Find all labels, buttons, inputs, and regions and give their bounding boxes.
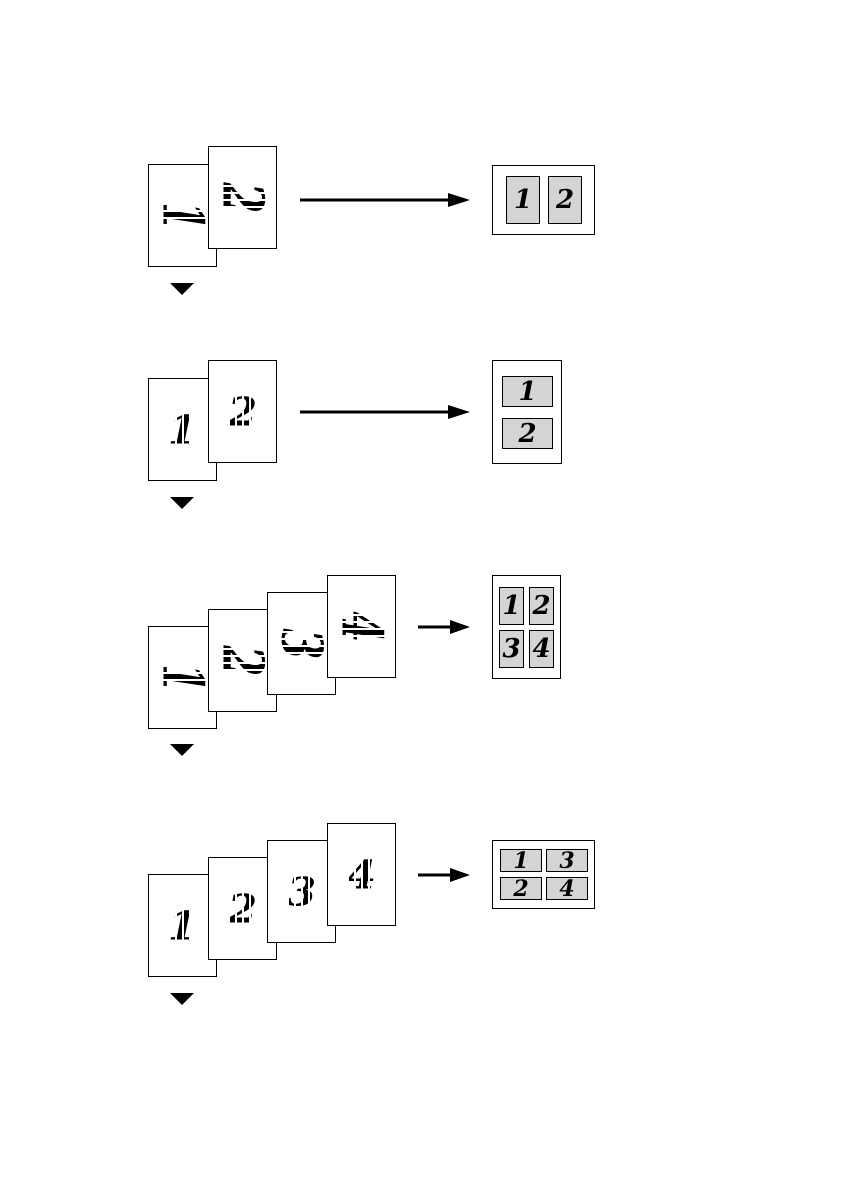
result-cell: 2 bbox=[529, 587, 554, 625]
source-page-4: 4 bbox=[327, 575, 396, 678]
result-cell: 1 bbox=[500, 849, 542, 872]
right-arrow-icon bbox=[416, 865, 472, 885]
down-triangle-icon bbox=[170, 283, 194, 295]
down-triangle-icon bbox=[170, 993, 194, 1005]
right-arrow-icon bbox=[298, 190, 472, 210]
source-page-1: 1 bbox=[148, 874, 217, 977]
source-page-3: 3 bbox=[267, 592, 336, 695]
result-cell: 4 bbox=[546, 877, 588, 900]
down-triangle-icon bbox=[170, 744, 194, 756]
result-cell: 3 bbox=[499, 630, 524, 668]
result-page-4: 1 3 2 4 bbox=[492, 840, 595, 909]
result-cell: 2 bbox=[548, 176, 582, 224]
result-cell: 1 bbox=[499, 587, 524, 625]
result-cell: 1 bbox=[506, 176, 540, 224]
source-page-1: 1 bbox=[148, 164, 217, 267]
result-cell: 3 bbox=[546, 849, 588, 872]
result-cell: 4 bbox=[529, 630, 554, 668]
source-page-1: 1 bbox=[148, 378, 217, 481]
down-triangle-icon bbox=[170, 497, 194, 509]
result-cell: 2 bbox=[500, 877, 542, 900]
result-page-3: 1 2 3 4 bbox=[492, 575, 561, 679]
source-page-4: 4 bbox=[327, 823, 396, 926]
result-page-2: 1 2 bbox=[492, 360, 562, 464]
source-page-3: 3 bbox=[267, 840, 336, 943]
source-page-2: 2 bbox=[208, 360, 277, 463]
source-page-2: 2 bbox=[208, 146, 277, 249]
source-page-1: 1 bbox=[148, 626, 217, 729]
result-page-1: 1 2 bbox=[492, 165, 595, 235]
right-arrow-icon bbox=[298, 402, 472, 422]
right-arrow-icon bbox=[416, 617, 472, 637]
result-cell: 1 bbox=[502, 376, 553, 407]
result-cell: 2 bbox=[502, 418, 553, 449]
